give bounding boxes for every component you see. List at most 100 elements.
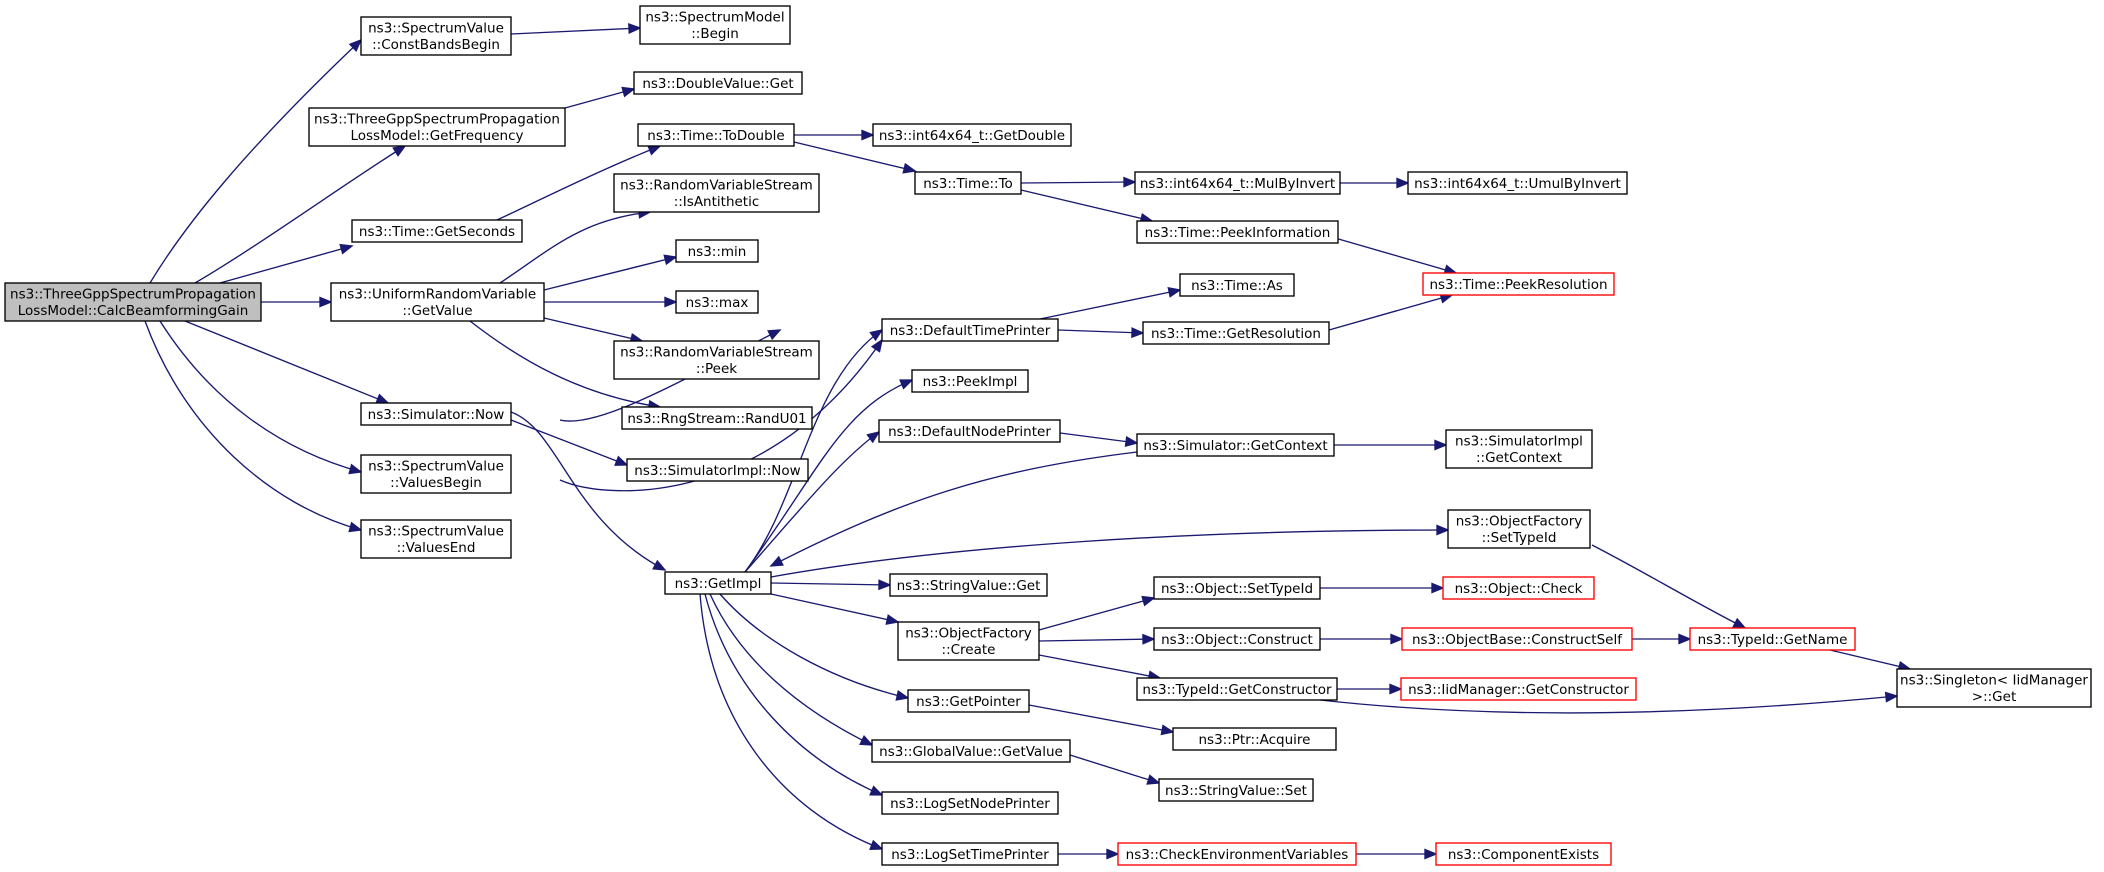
node-rsr[interactable]: ns3::RngStream::RandU01 (621, 406, 813, 430)
node-box[interactable] (1134, 171, 1341, 195)
node-dnp[interactable]: ns3::DefaultNodePrinter (878, 419, 1061, 443)
node-box[interactable] (881, 791, 1059, 815)
node-gvgv[interactable]: ns3::GlobalValue::GetValue (871, 739, 1071, 763)
node-box[interactable] (1136, 677, 1338, 701)
node-box[interactable] (675, 290, 759, 314)
node-box[interactable] (360, 16, 512, 56)
node-box[interactable] (1445, 429, 1593, 469)
node-box[interactable] (675, 239, 759, 263)
node-box[interactable] (1172, 727, 1337, 751)
node-box[interactable] (330, 282, 545, 322)
node-box[interactable] (633, 71, 803, 95)
node-box[interactable] (911, 369, 1029, 393)
node-box[interactable] (1142, 321, 1330, 345)
node-box[interactable] (914, 171, 1022, 195)
node-obcs[interactable]: ns3::ObjectBase::ConstructSelf (1401, 627, 1633, 651)
node-sigc[interactable]: ns3::SimulatorImpl::GetContext (1445, 429, 1593, 469)
node-tgn[interactable]: ns3::TypeId::GetName (1689, 627, 1856, 651)
node-sgc[interactable]: ns3::Simulator::GetContext (1136, 433, 1335, 457)
node-box[interactable] (621, 406, 813, 430)
node-box[interactable] (613, 173, 820, 213)
node-lsnp[interactable]: ns3::LogSetNodePrinter (881, 791, 1059, 815)
node-box[interactable] (1136, 220, 1339, 244)
node-tgc[interactable]: ns3::TypeId::GetConstructor (1136, 677, 1338, 701)
node-box[interactable] (881, 842, 1059, 866)
node-rvsia[interactable]: ns3::RandomVariableStream::IsAntithetic (613, 173, 820, 213)
node-ce[interactable]: ns3::ComponentExists (1435, 842, 1612, 866)
node-box[interactable] (1401, 627, 1633, 651)
node-gi[interactable]: ns3::GetImpl (664, 571, 772, 595)
node-tpr[interactable]: ns3::Time::PeekResolution (1422, 272, 1615, 296)
node-lstp[interactable]: ns3::LogSetTimePrinter (881, 842, 1059, 866)
node-box[interactable] (613, 340, 820, 380)
node-sn[interactable]: ns3::Simulator::Now (360, 402, 512, 426)
node-box[interactable] (351, 219, 523, 243)
node-tpi[interactable]: ns3::Time::PeekInformation (1136, 220, 1339, 244)
node-smb[interactable]: ns3::SpectrumModel::Begin (639, 5, 791, 45)
node-box[interactable] (1158, 778, 1314, 802)
node-sig[interactable]: ns3::Singleton< IidManager>::Get (1896, 668, 2092, 708)
node-box[interactable] (308, 107, 566, 147)
node-ofst[interactable]: ns3::ObjectFactory::SetTypeId (1447, 509, 1591, 549)
node-box[interactable] (1447, 509, 1591, 549)
node-box[interactable] (360, 454, 512, 494)
node-pim[interactable]: ns3::PeekImpl (911, 369, 1029, 393)
node-i64gd[interactable]: ns3::int64x64_t::GetDouble (872, 123, 1072, 147)
node-box[interactable] (626, 458, 809, 482)
node-min[interactable]: ns3::min (675, 239, 759, 263)
node-box[interactable] (878, 419, 1061, 443)
node-urv[interactable]: ns3::UniformRandomVariable::GetValue (330, 282, 545, 322)
node-box[interactable] (881, 318, 1059, 342)
node-box[interactable] (639, 5, 791, 45)
node-imgc[interactable]: ns3::IidManager::GetConstructor (1400, 677, 1637, 701)
node-box[interactable] (664, 571, 772, 595)
node-root[interactable]: ns3::ThreeGppSpectrumPropagationLossMode… (4, 282, 262, 322)
node-box[interactable] (1442, 576, 1595, 600)
node-pa[interactable]: ns3::Ptr::Acquire (1172, 727, 1337, 751)
node-box[interactable] (360, 402, 512, 426)
node-box[interactable] (1153, 576, 1321, 600)
node-svvb[interactable]: ns3::SpectrumValue::ValuesBegin (360, 454, 512, 494)
node-box[interactable] (1689, 627, 1856, 651)
node-box[interactable] (1136, 433, 1335, 457)
node-cbb[interactable]: ns3::SpectrumValue::ConstBandsBegin (360, 16, 512, 56)
node-box[interactable] (897, 621, 1040, 661)
node-rvsp[interactable]: ns3::RandomVariableStream::Peek (613, 340, 820, 380)
node-box[interactable] (907, 689, 1030, 713)
node-box[interactable] (4, 282, 262, 322)
node-svve[interactable]: ns3::SpectrumValue::ValuesEnd (360, 519, 512, 559)
node-box[interactable] (1435, 842, 1612, 866)
node-gfq[interactable]: ns3::ThreeGppSpectrumPropagationLossMode… (308, 107, 566, 147)
node-ttd[interactable]: ns3::Time::ToDouble (637, 123, 795, 147)
node-box[interactable] (1896, 668, 2092, 708)
node-dtp[interactable]: ns3::DefaultTimePrinter (881, 318, 1059, 342)
node-box[interactable] (637, 123, 795, 147)
node-box[interactable] (872, 123, 1072, 147)
node-cev[interactable]: ns3::CheckEnvironmentVariables (1117, 842, 1357, 866)
node-tgr[interactable]: ns3::Time::GetResolution (1142, 321, 1330, 345)
node-svs[interactable]: ns3::StringValue::Set (1158, 778, 1314, 802)
node-box[interactable] (1407, 171, 1628, 195)
node-tgs[interactable]: ns3::Time::GetSeconds (351, 219, 523, 243)
node-box[interactable] (871, 739, 1071, 763)
node-svg[interactable]: ns3::StringValue::Get (889, 573, 1048, 597)
node-umbi[interactable]: ns3::int64x64_t::UmulByInvert (1407, 171, 1628, 195)
node-box[interactable] (889, 573, 1048, 597)
node-dvg[interactable]: ns3::DoubleValue::Get (633, 71, 803, 95)
node-sin[interactable]: ns3::SimulatorImpl::Now (626, 458, 809, 482)
node-ta[interactable]: ns3::Time::As (1179, 273, 1295, 297)
node-box[interactable] (1422, 272, 1615, 296)
node-mbi[interactable]: ns3::int64x64_t::MulByInvert (1134, 171, 1341, 195)
node-ost[interactable]: ns3::Object::SetTypeId (1153, 576, 1321, 600)
node-gp[interactable]: ns3::GetPointer (907, 689, 1030, 713)
node-max[interactable]: ns3::max (675, 290, 759, 314)
node-ttt[interactable]: ns3::Time::To (914, 171, 1022, 195)
node-oco[interactable]: ns3::Object::Construct (1153, 627, 1321, 651)
node-box[interactable] (1117, 842, 1357, 866)
node-box[interactable] (1400, 677, 1637, 701)
node-box[interactable] (360, 519, 512, 559)
node-box[interactable] (1153, 627, 1321, 651)
node-box[interactable] (1179, 273, 1295, 297)
node-oc[interactable]: ns3::Object::Check (1442, 576, 1595, 600)
node-ofc[interactable]: ns3::ObjectFactory::Create (897, 621, 1040, 661)
